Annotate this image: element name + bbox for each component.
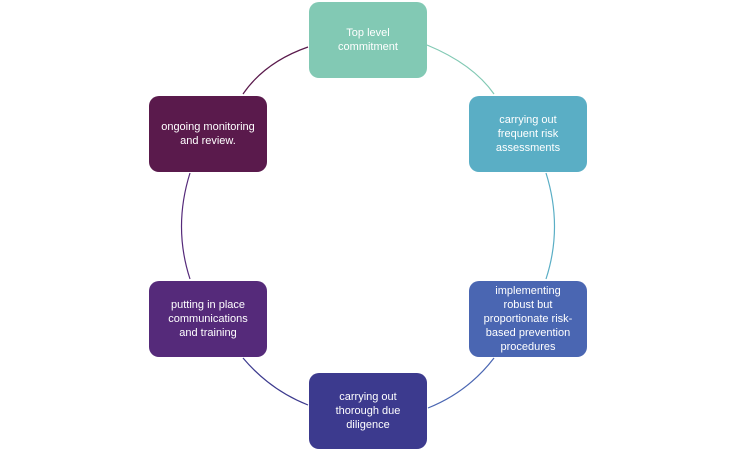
step-due-diligence: carrying out thorough due diligence	[309, 373, 427, 449]
connector-arc-4-5	[242, 357, 309, 406]
connector-arc-3-4	[427, 357, 495, 409]
connector-arc-1-2	[426, 44, 495, 95]
step-prevention-procedures: implementing robust but proportionate ri…	[469, 281, 587, 357]
step-monitoring-review: ongoing monitoring and review.	[149, 96, 267, 172]
step-top-level-commitment: Top level commitment	[309, 2, 427, 78]
connector-arc-2-3	[545, 172, 556, 280]
step-risk-assessments: carrying out frequent risk assessments	[469, 96, 587, 172]
connector-arc-6-1	[242, 46, 309, 95]
step-communications-training: putting in place communications and trai…	[149, 281, 267, 357]
connector-arc-5-6	[180, 172, 191, 280]
